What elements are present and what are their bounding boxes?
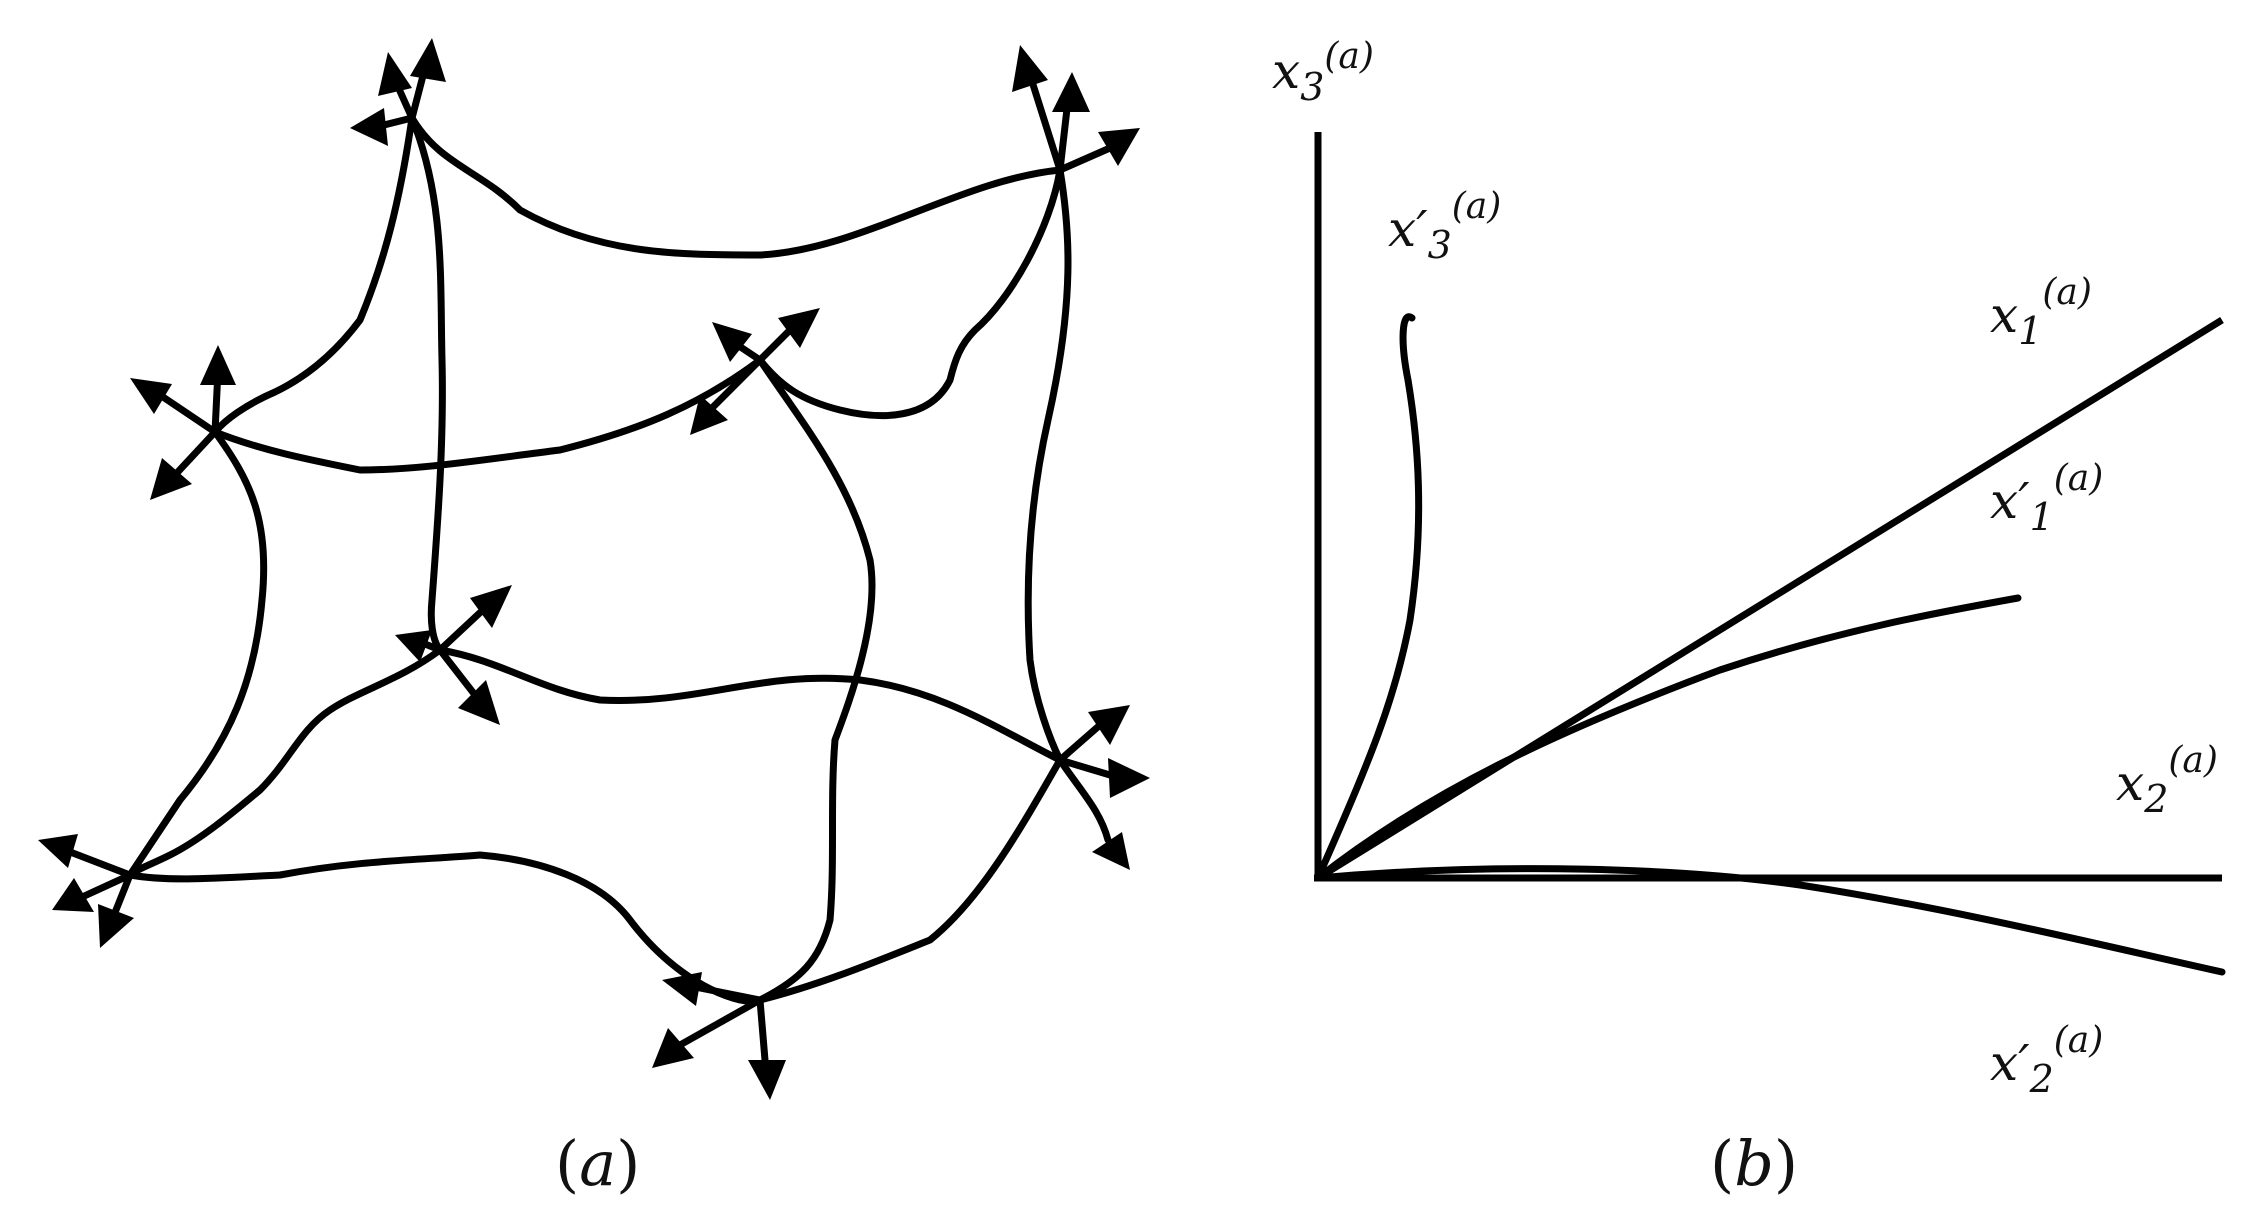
arrowhead-icon bbox=[748, 1060, 786, 1100]
lattice-edge-back-vertical bbox=[408, 114, 446, 654]
arrowhead-icon bbox=[690, 395, 728, 435]
arrowhead-icon bbox=[778, 308, 820, 348]
label-x1-prime: x′1(a) bbox=[1990, 458, 2103, 539]
arrowhead-icon bbox=[1052, 72, 1090, 112]
label-x2-prime: x′2(a) bbox=[1990, 1020, 2103, 1101]
lattice-edge-tl-ml bbox=[211, 114, 416, 436]
caption-b: (b) bbox=[1710, 1127, 1798, 1200]
curve-x1-prime bbox=[1314, 594, 2022, 882]
lattice-edge-backmid-rm bbox=[436, 646, 1064, 764]
label-x3-prime: x′3(a) bbox=[1388, 186, 1501, 267]
arrowhead-icon bbox=[52, 878, 94, 912]
arrowhead-icon bbox=[458, 680, 500, 725]
arrowhead-icon bbox=[200, 345, 236, 385]
label-x2: x2(a) bbox=[2116, 740, 2218, 821]
arrowhead-icon bbox=[378, 52, 412, 96]
arrowhead-icon bbox=[150, 458, 192, 500]
curve-x3-prime bbox=[1314, 313, 1423, 882]
axis-x1-diagonal bbox=[1316, 317, 2224, 881]
arrowhead-icon bbox=[38, 834, 78, 868]
lattice-edge-tr-rm bbox=[1024, 166, 1072, 764]
lattice-edge-top-back bbox=[408, 114, 1064, 259]
arrowhead-icon bbox=[1012, 45, 1048, 92]
arrowhead-icon bbox=[98, 904, 134, 948]
arrowhead-icon bbox=[712, 322, 752, 362]
arrowhead-icon bbox=[410, 38, 446, 82]
arrowhead-icon bbox=[1092, 832, 1130, 870]
arrowhead-icon bbox=[1088, 705, 1130, 745]
arrowhead-icon bbox=[1098, 128, 1140, 166]
lattice-edge-backmid-bl bbox=[126, 646, 444, 879]
lattice-edge-tr-center bbox=[756, 166, 1064, 420]
lattice-edge-center-bottom bbox=[756, 356, 876, 1004]
arrowhead-icon bbox=[662, 972, 702, 1006]
node-arrowheads bbox=[38, 38, 1150, 1100]
lattice-edges bbox=[126, 114, 1112, 1005]
arrowhead-icon bbox=[1108, 758, 1150, 798]
arrowhead-icon bbox=[130, 378, 172, 414]
arrowhead-icon bbox=[470, 585, 512, 628]
arrowhead-icon bbox=[350, 108, 388, 146]
caption-a: (a) bbox=[555, 1127, 640, 1200]
curve-x2-prime bbox=[1314, 865, 2226, 976]
lattice-edge-bottom-rm bbox=[756, 756, 1064, 1004]
lattice-edge-ml-bl bbox=[126, 428, 268, 879]
lattice-edge-rm-tail bbox=[1056, 756, 1112, 844]
label-x1: x1(a) bbox=[1990, 272, 2092, 353]
panel-b-axes bbox=[1314, 132, 2226, 976]
arrowhead-icon bbox=[395, 630, 432, 662]
lattice-edge-ml-center bbox=[211, 356, 764, 474]
panel-b-labels: x3(a) x′3(a) x1(a) x′1(a) x2(a) x′2(a) bbox=[1272, 36, 2218, 1101]
node-arrow-stems bbox=[61, 64, 1114, 1064]
label-x3: x3(a) bbox=[1272, 36, 1374, 109]
arrowhead-icon bbox=[652, 1028, 694, 1068]
panel-a-lattice bbox=[38, 38, 1150, 1100]
